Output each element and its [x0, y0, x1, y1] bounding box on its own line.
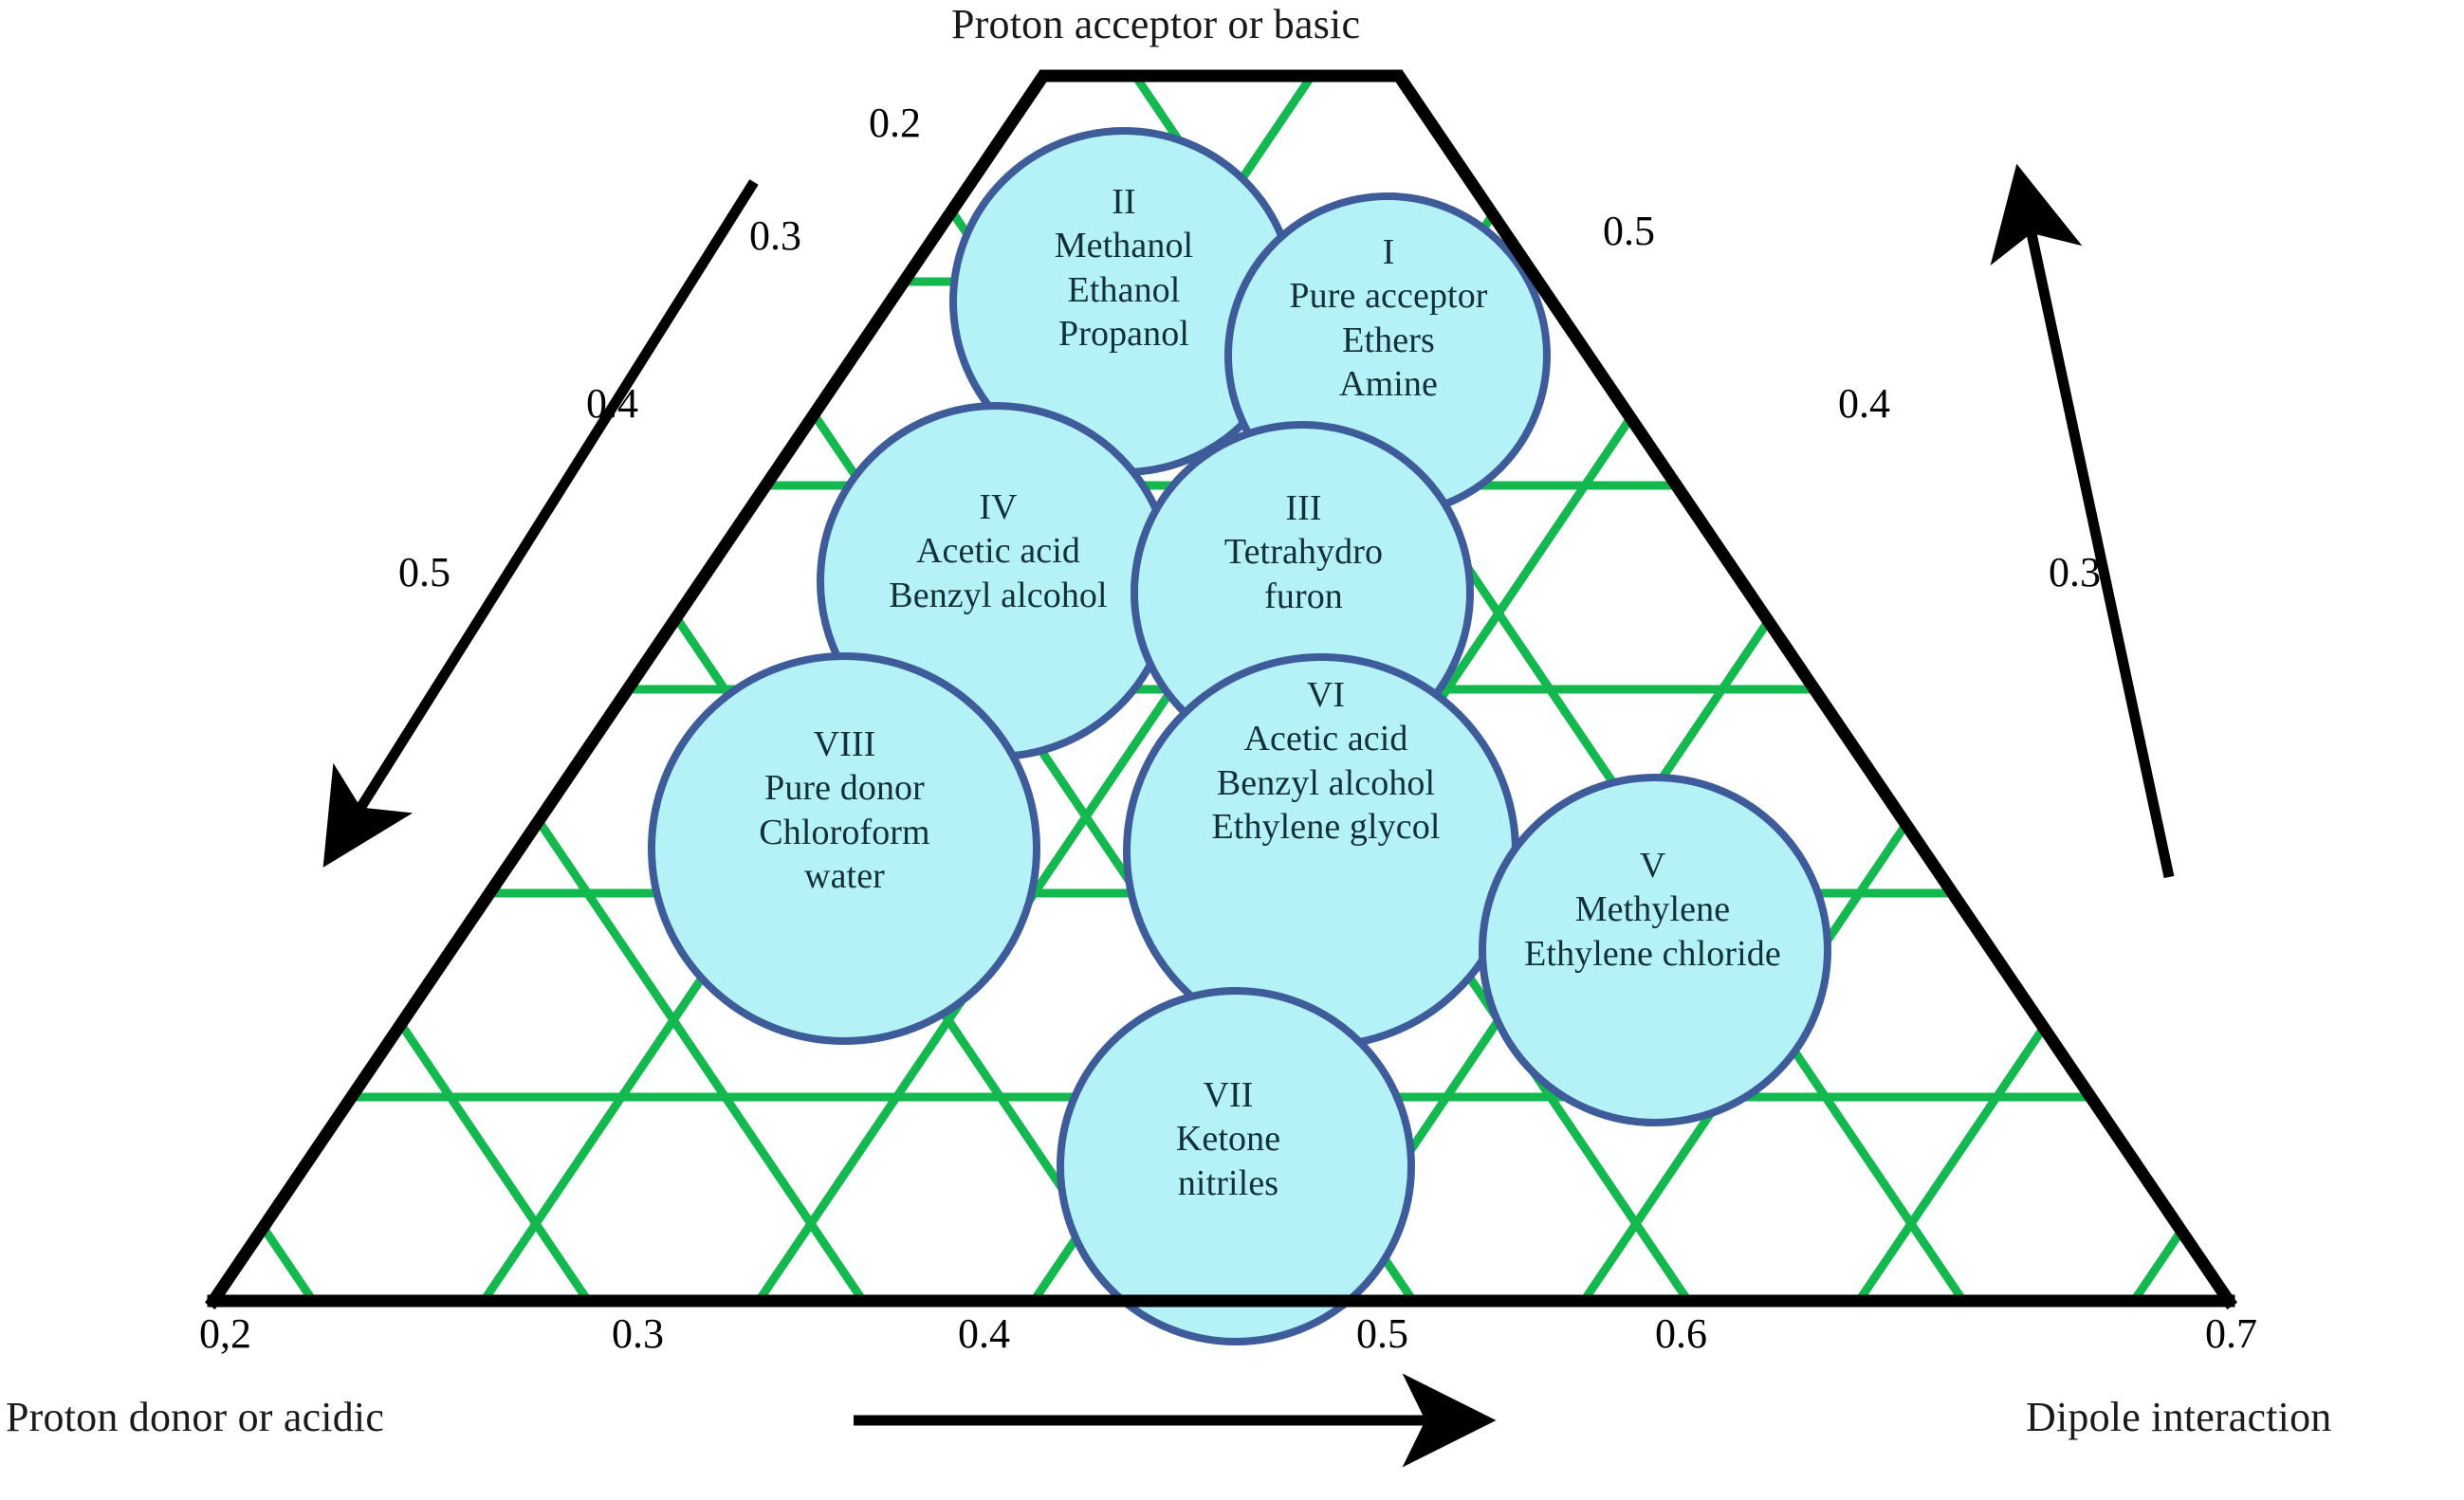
right-direction-arrow [1990, 163, 2175, 879]
tick-left-0_2: 0.2 [869, 100, 921, 146]
tick-bottom-0_6: 0.6 [1655, 1310, 1707, 1357]
bubble-group-V[interactable] [1479, 774, 1831, 1126]
tick-left-0_5: 0.5 [398, 549, 451, 595]
tick-bottom-0_7: 0.7 [2205, 1310, 2257, 1357]
tick-right-0_5: 0.5 [1603, 208, 1655, 254]
tick-left-0_3: 0.3 [749, 212, 801, 259]
axis-title-left: Proton donor or acidic [6, 1394, 385, 1440]
left-direction-arrow [322, 179, 759, 868]
axis-title-top: Proton acceptor or basic [951, 1, 1361, 47]
tick-bottom-0_5: 0.5 [1356, 1310, 1408, 1357]
bubble-group-VII[interactable] [1057, 987, 1415, 1345]
triangle-frame [204, 69, 2238, 1310]
tick-left-0_4: 0.4 [586, 380, 638, 427]
tick-bottom-0_4: 0.4 [958, 1310, 1010, 1357]
tick-bottom-0_3: 0.3 [612, 1310, 664, 1357]
tick-right-0_4: 0.4 [1838, 380, 1890, 427]
tick-right-0_3: 0.3 [2049, 549, 2101, 595]
axis-title-right: Dipole interaction [2026, 1394, 2332, 1440]
tick-bottom-0_2: 0,2 [199, 1310, 251, 1357]
bubble-group-VIII[interactable] [648, 652, 1040, 1045]
